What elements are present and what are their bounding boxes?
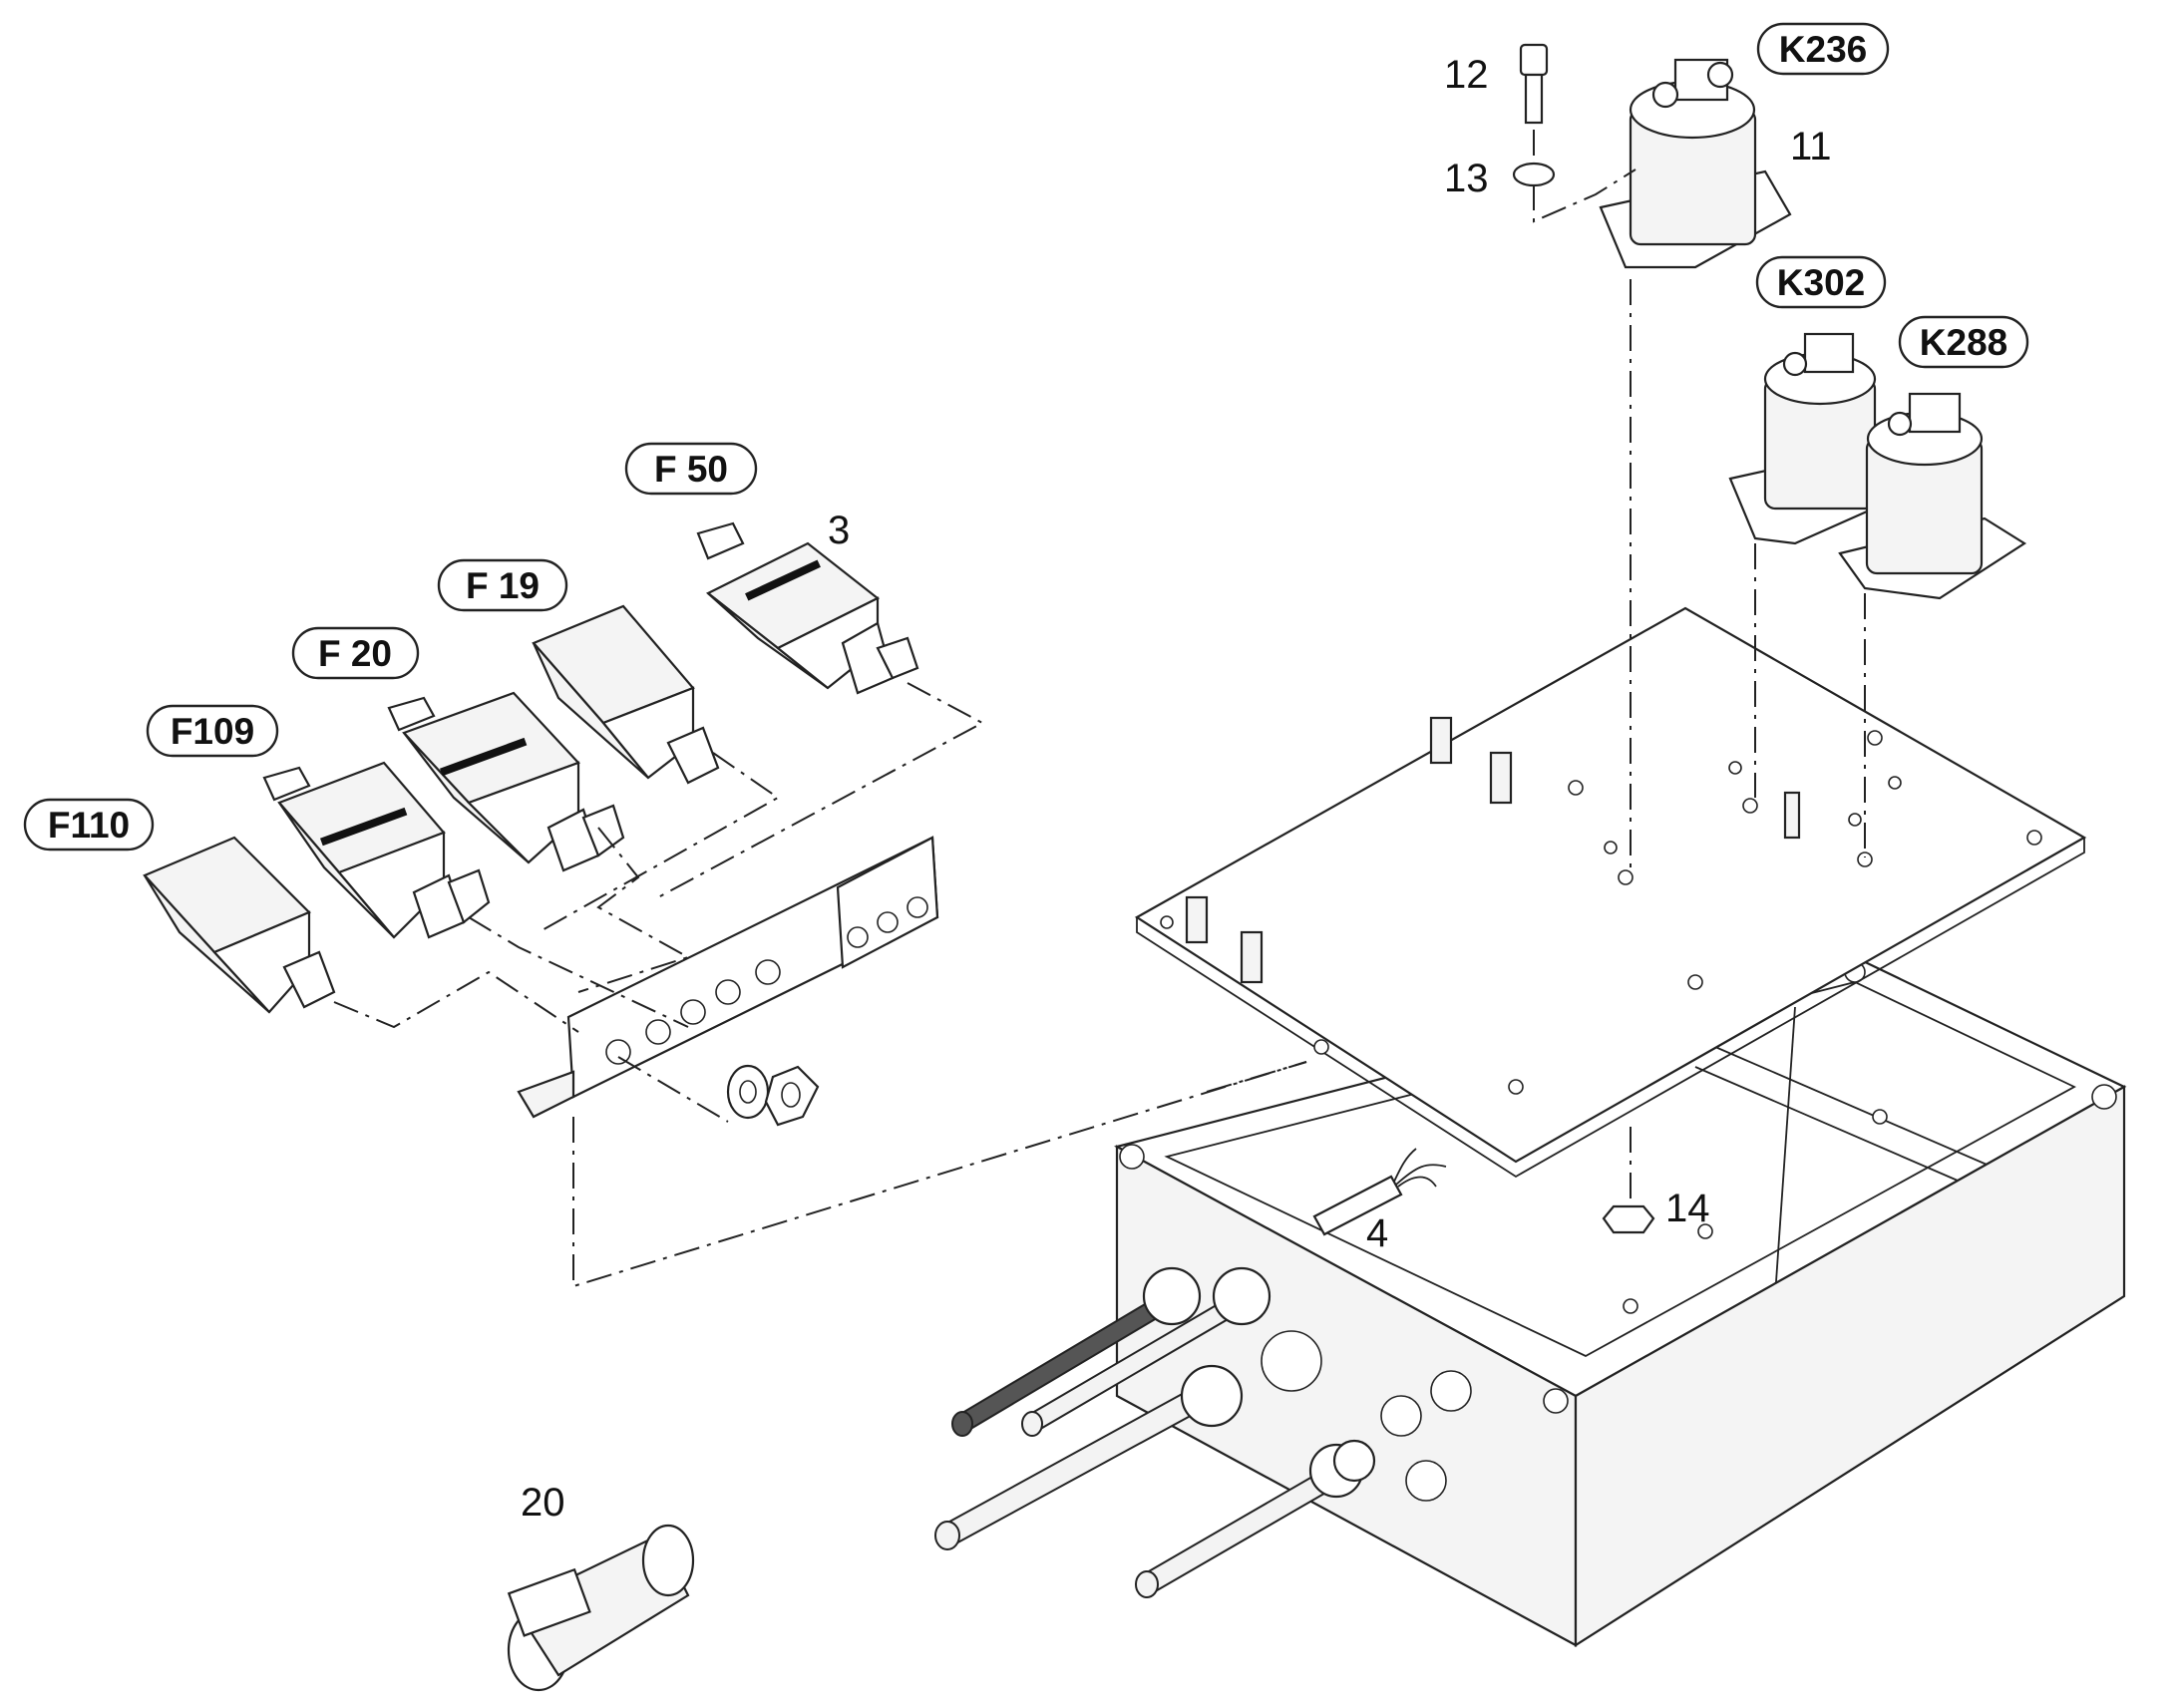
tag-f110: F110 <box>23 798 155 852</box>
wire-sleeve <box>1312 1148 1447 1236</box>
tag-k236: K236 <box>1756 22 1890 76</box>
tag-f50: F 50 <box>624 442 758 496</box>
svg-text:F110: F110 <box>48 805 130 846</box>
washer <box>1512 162 1556 187</box>
item-number-14: 14 <box>1665 1187 1710 1230</box>
designation-tags: F 50 F 19 F 20 F109 F110 K236 K302 K288 <box>23 22 2029 852</box>
item-number-20: 20 <box>521 1481 565 1525</box>
fuse-bracket <box>517 836 939 1119</box>
svg-text:F109: F109 <box>171 711 254 752</box>
item-number-3: 3 <box>828 509 850 552</box>
breaker-f20 <box>387 691 625 872</box>
tag-f20: F 20 <box>291 626 420 680</box>
tag-f109: F109 <box>146 704 279 758</box>
mounting-plate <box>1134 606 2087 1179</box>
assembly-leader-lines <box>333 130 1866 1288</box>
item-numbers: 3 4 11 12 13 14 20 <box>521 53 1832 1525</box>
tag-f19: F 19 <box>437 558 568 612</box>
breaker-f19 <box>532 604 720 785</box>
screw <box>1519 43 1549 125</box>
cable-glands <box>934 1266 1376 1598</box>
breaker-f109 <box>262 761 491 939</box>
breaker-f110 <box>143 836 336 1014</box>
bracket-nuts <box>726 1064 820 1127</box>
tag-k288: K288 <box>1898 315 2029 369</box>
item-number-12: 12 <box>1444 53 1489 97</box>
item-number-11: 11 <box>1790 125 1832 169</box>
svg-text:F 19: F 19 <box>466 565 540 606</box>
svg-text:K302: K302 <box>1777 262 1865 303</box>
item-number-13: 13 <box>1444 157 1489 200</box>
connector-housing <box>507 1524 695 1692</box>
breaker-f50 <box>696 521 919 695</box>
tag-k302: K302 <box>1755 255 1887 309</box>
svg-text:F 20: F 20 <box>318 633 392 674</box>
relay-k236 <box>1599 58 1792 269</box>
item-number-4: 4 <box>1366 1211 1388 1255</box>
svg-text:K236: K236 <box>1779 29 1867 70</box>
relay-k302 <box>1728 332 1887 545</box>
svg-text:K288: K288 <box>1920 322 2007 363</box>
relay-k288 <box>1838 392 2027 600</box>
nut <box>1602 1204 1655 1234</box>
svg-text:F 50: F 50 <box>654 449 728 490</box>
